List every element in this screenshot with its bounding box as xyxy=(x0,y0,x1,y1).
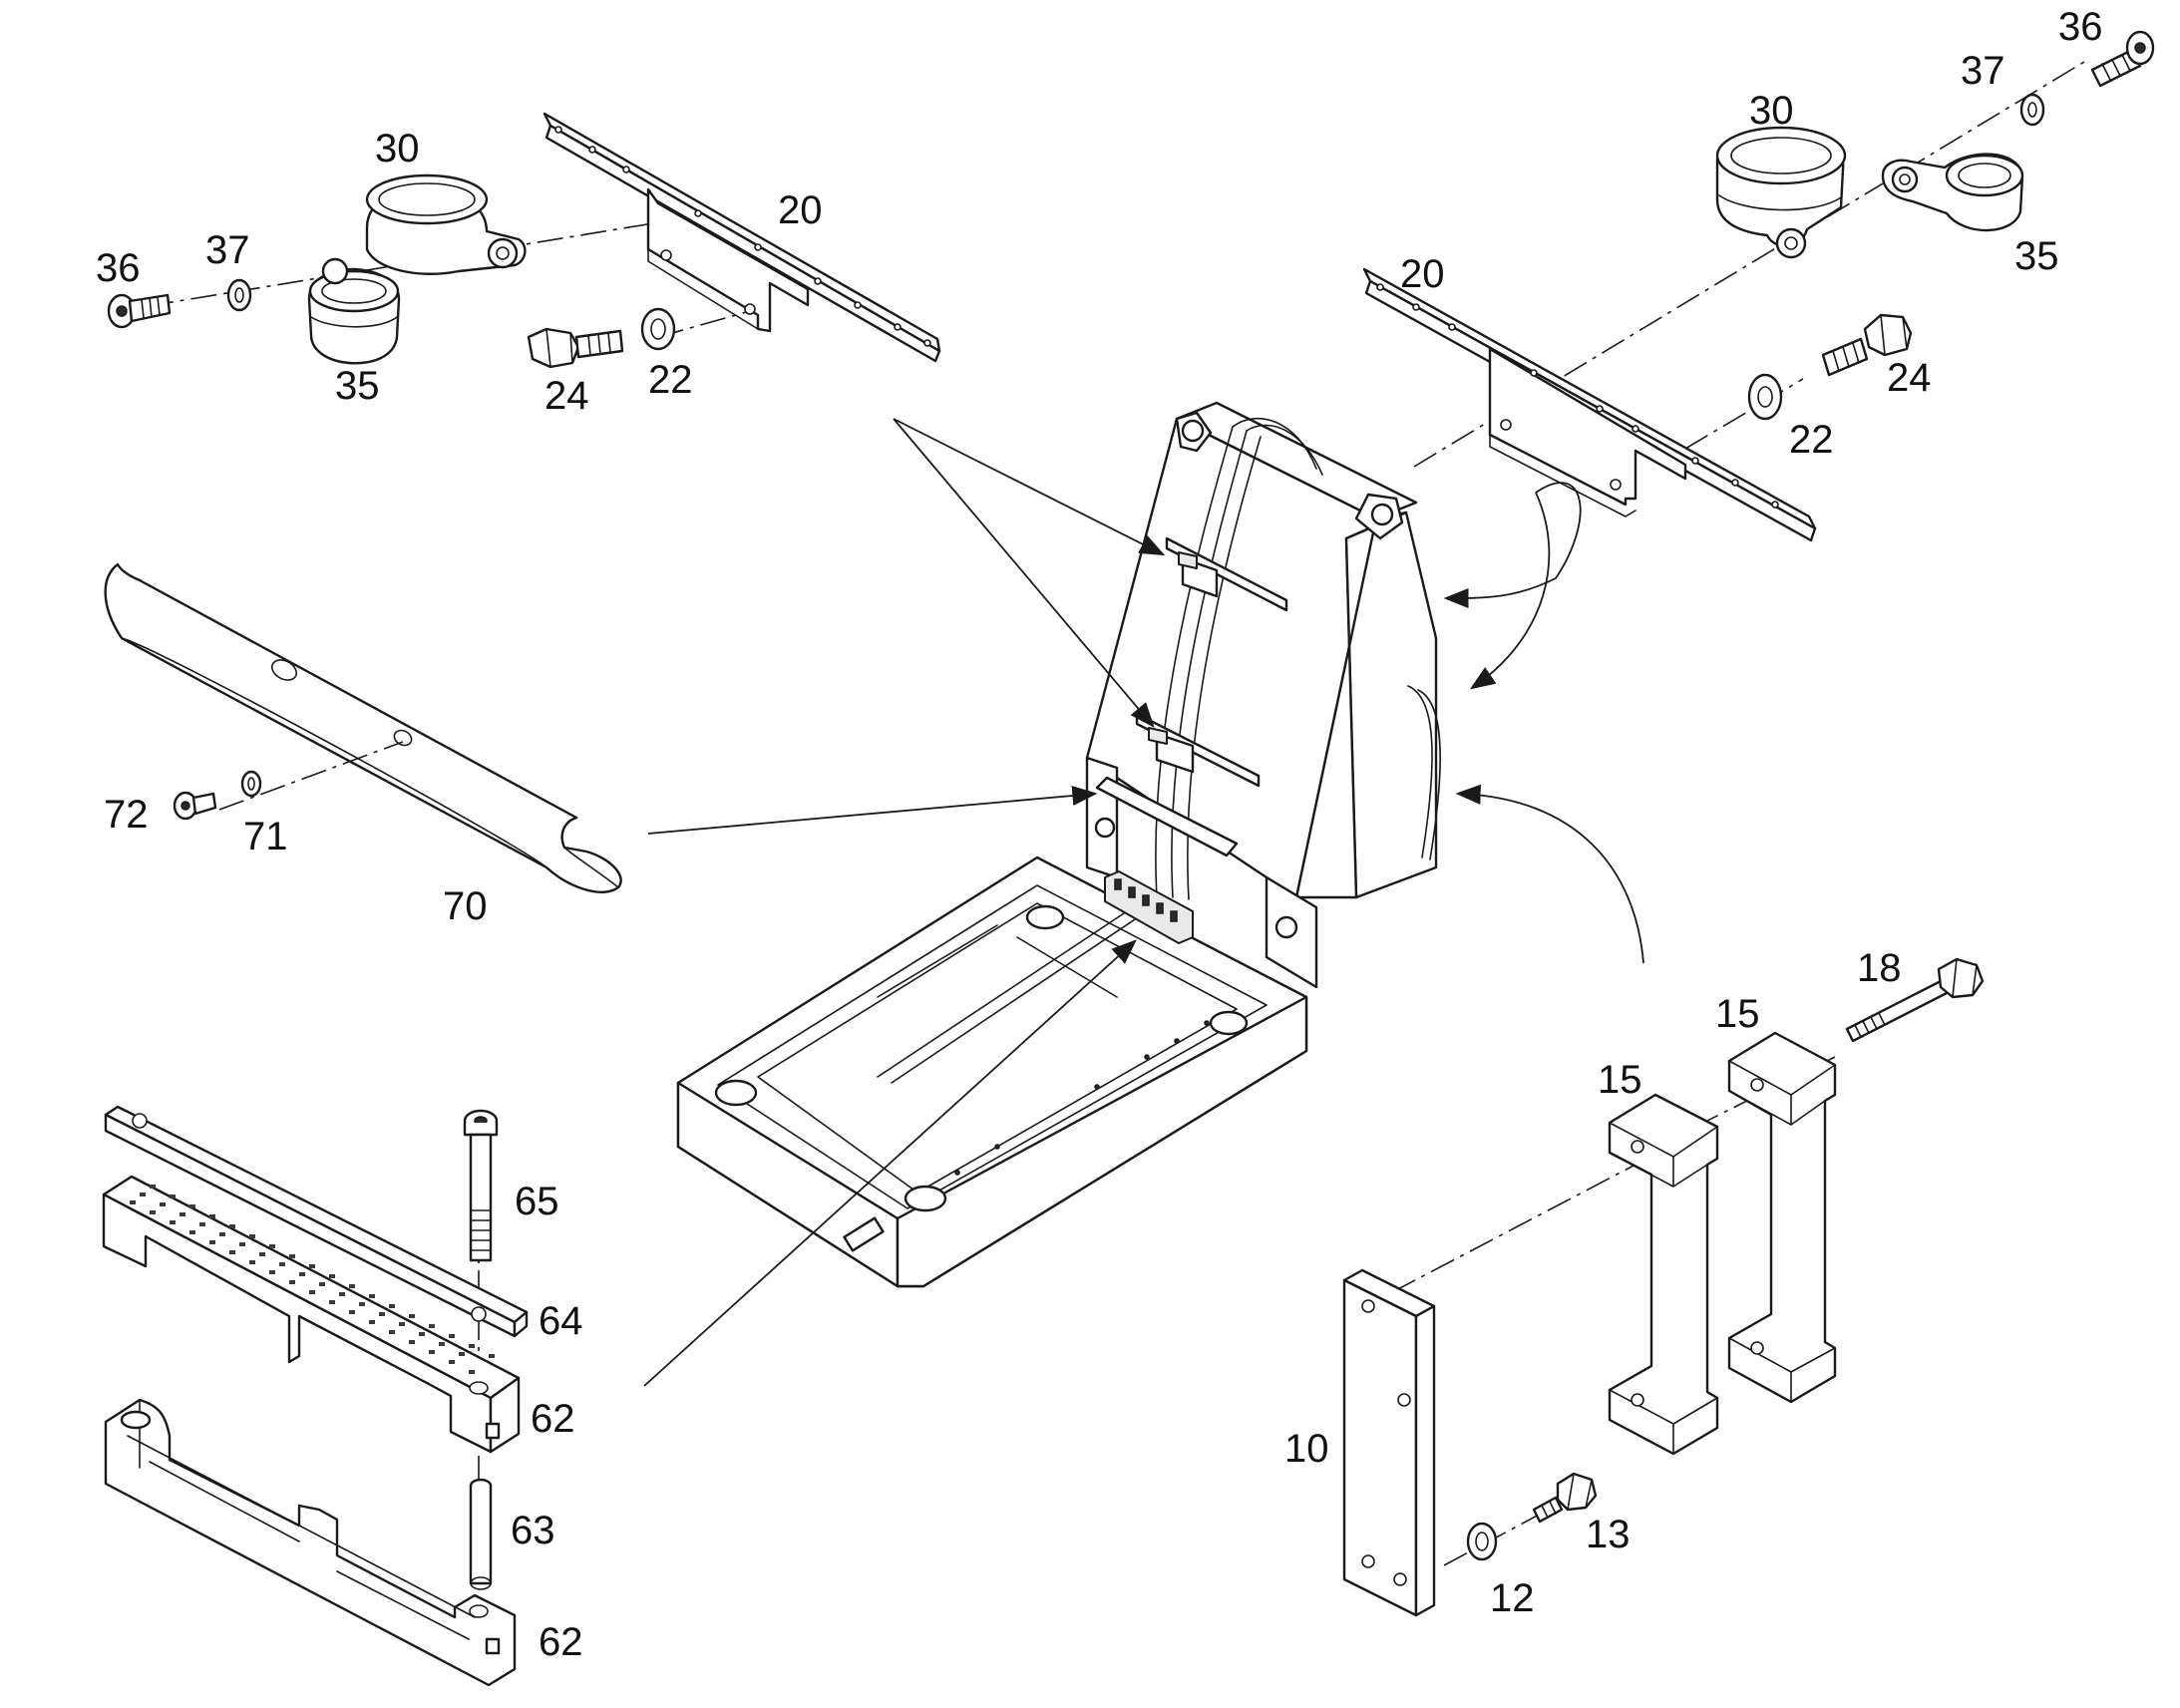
bolt-24-right xyxy=(1821,313,1913,377)
label-18: 18 xyxy=(1857,946,1902,990)
leader-handle xyxy=(1455,784,1644,964)
label-24-left: 24 xyxy=(545,374,589,418)
leader-bracket-lower xyxy=(893,418,1155,728)
clamp-35-left xyxy=(307,257,401,365)
label-63: 63 xyxy=(511,1509,555,1552)
leader-step xyxy=(643,939,1137,1387)
screw-36-right xyxy=(2090,30,2155,88)
label-62-upper: 62 xyxy=(531,1397,575,1441)
clamp-35-right xyxy=(1881,153,2024,232)
label-71: 71 xyxy=(243,815,288,858)
label-30-left: 30 xyxy=(375,127,420,171)
clamp-assembly-right xyxy=(1362,30,2155,542)
screw-36-left xyxy=(107,293,172,329)
label-37-right: 37 xyxy=(1961,49,2005,93)
leader-bracket-upper xyxy=(893,418,1166,556)
label-15-rear: 15 xyxy=(1715,992,1760,1036)
bolt-13 xyxy=(1532,1472,1598,1524)
label-24-right: 24 xyxy=(1887,356,1932,400)
leader-bracket-right-a xyxy=(1443,482,1582,609)
washer-22-right xyxy=(1747,373,1783,421)
spacer-63 xyxy=(469,1478,493,1590)
cover-70 xyxy=(104,562,622,893)
washer-37-left xyxy=(226,278,252,312)
step-62-lower xyxy=(104,1398,517,1687)
washer-22-left xyxy=(640,307,676,351)
clamp-30-left xyxy=(365,173,527,275)
label-15-front: 15 xyxy=(1598,1058,1642,1102)
label-13: 13 xyxy=(1586,1513,1631,1556)
centerline-handle-a xyxy=(1391,1164,1636,1293)
installed-connector xyxy=(1104,870,1194,944)
label-20-left: 20 xyxy=(778,188,823,232)
washer-37-right xyxy=(2019,93,2045,127)
washer-12 xyxy=(1466,1522,1498,1561)
step-assembly xyxy=(102,1105,529,1687)
label-64: 64 xyxy=(539,1299,583,1343)
label-62-lower: 62 xyxy=(539,1620,583,1664)
label-35-left: 35 xyxy=(335,364,380,408)
bracket-20-left xyxy=(543,112,941,363)
plate-64 xyxy=(104,1105,529,1338)
installed-cover xyxy=(1095,776,1239,857)
label-30-right: 30 xyxy=(1749,89,1794,133)
step-62-upper xyxy=(102,1175,521,1454)
label-35-right: 35 xyxy=(2014,234,2059,278)
bolt-18 xyxy=(1845,957,1985,1043)
leader-lines xyxy=(643,418,1644,1387)
label-22-right: 22 xyxy=(1789,418,1834,462)
label-10: 10 xyxy=(1284,1427,1329,1471)
main-frame xyxy=(676,401,1441,1288)
handle-15-rear xyxy=(1727,1031,1837,1404)
clamp-assembly-left xyxy=(107,112,941,369)
leader-cover xyxy=(647,785,1098,835)
label-36-left: 36 xyxy=(96,246,141,290)
screw-72 xyxy=(173,791,217,821)
part-labels: 36 37 30 35 24 22 20 36 37 30 35 20 24 2… xyxy=(96,5,2103,1664)
leader-bracket-right-b xyxy=(1469,492,1551,690)
washer-71 xyxy=(240,770,262,798)
label-22-left: 22 xyxy=(648,358,693,402)
label-12: 12 xyxy=(1490,1576,1535,1620)
bolt-24-left xyxy=(527,327,624,369)
bracket-20-right xyxy=(1362,267,1817,542)
bolt-65 xyxy=(463,1109,499,1262)
centerline-bolt-right xyxy=(1684,378,1804,450)
label-70: 70 xyxy=(443,884,488,928)
label-72: 72 xyxy=(104,793,149,837)
centerline-cover xyxy=(218,741,404,811)
step-grating xyxy=(130,1185,495,1374)
clamp-30-right xyxy=(1715,126,1847,259)
label-20-right: 20 xyxy=(1400,252,1445,296)
plate-10 xyxy=(1342,1268,1436,1617)
label-37-left: 37 xyxy=(205,228,250,272)
label-36-right: 36 xyxy=(2058,5,2103,49)
label-65: 65 xyxy=(515,1180,559,1223)
handle-assembly xyxy=(1342,957,1985,1617)
handle-15-front xyxy=(1608,1093,1719,1456)
